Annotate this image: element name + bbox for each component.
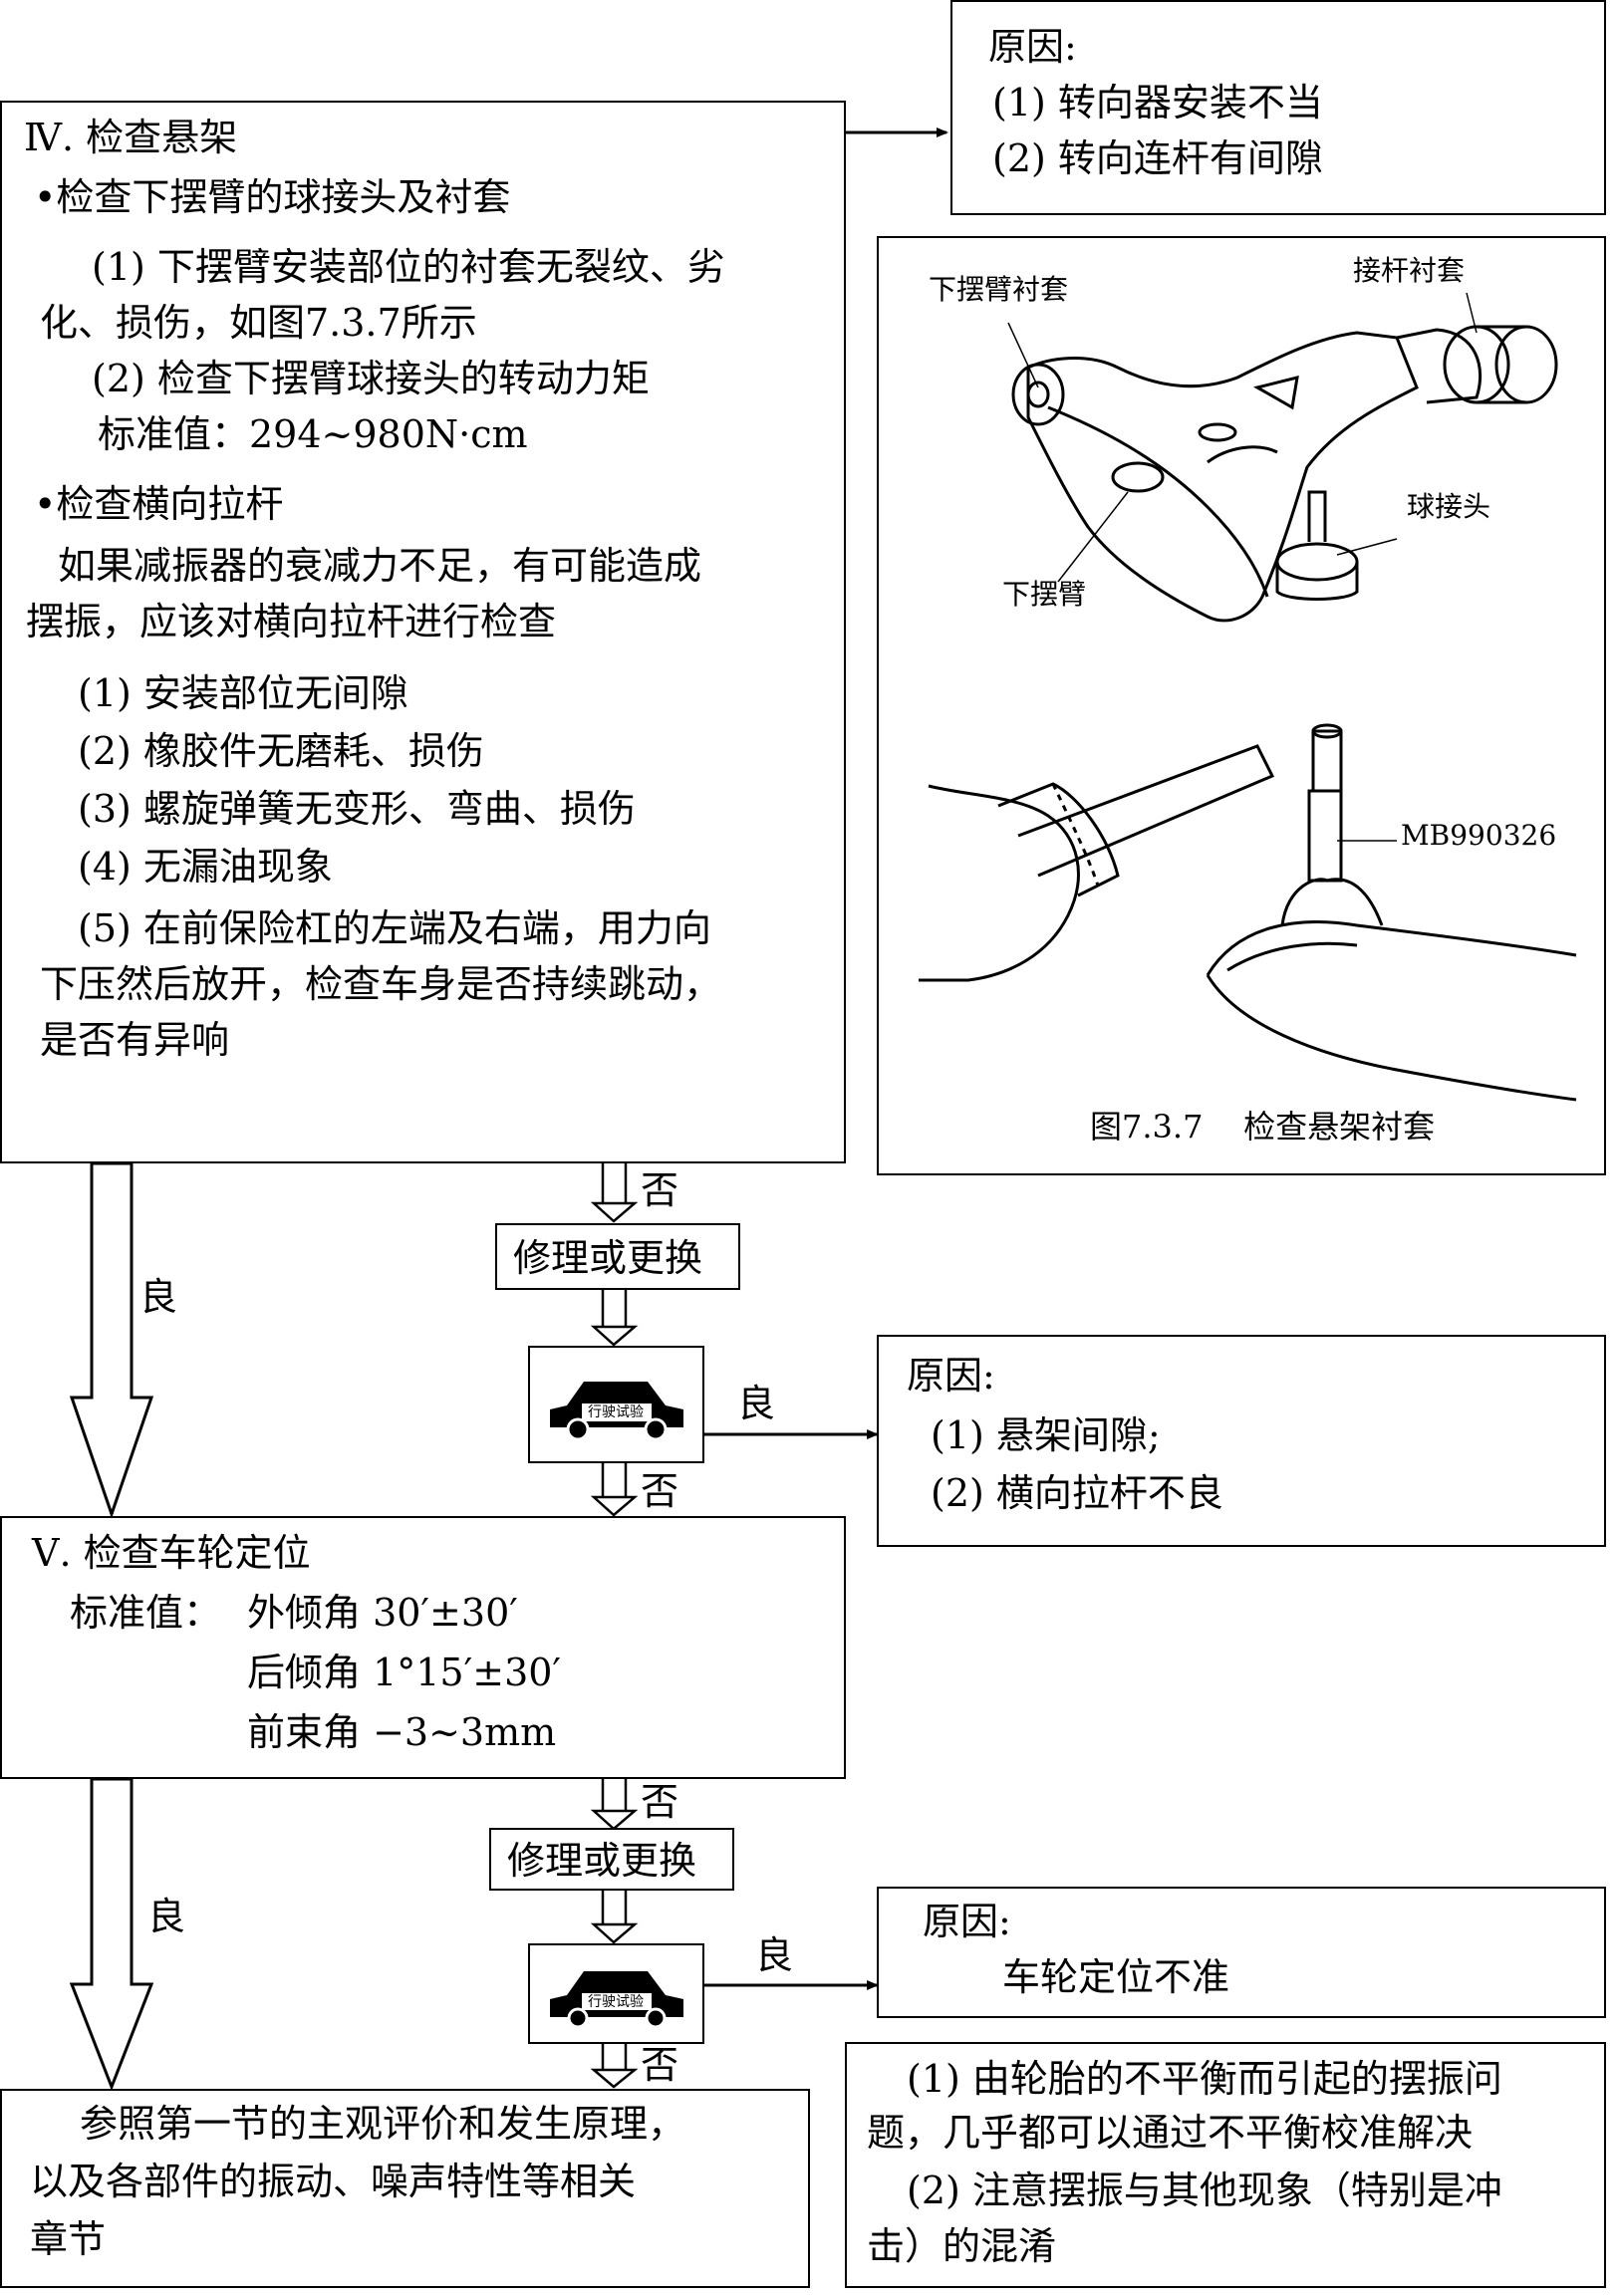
repair-box-1: 修理或更换 [495,1223,740,1290]
cause1-box: 原因: (1) 转向器安装不当 (2) 转向连杆有间隙 [950,0,1606,215]
cause2-item-1: (1) 悬架间隙; [931,1413,1161,1457]
step4-title: Ⅳ. 检查悬架 [24,116,238,159]
car-icon [550,1382,683,1439]
no-label-4: 否 [641,2043,679,2087]
step4-item-5-line1: (5) 在前保险杠的左端及右端，用力向 [78,906,711,950]
label-ball-joint: 球接头 [1407,490,1491,523]
no-arrow-4 [590,2042,639,2089]
step5-caster: 后倾角 1°15′±30′ [247,1651,562,1694]
step4-b1-standard: 标准值：294~980N·cm [98,412,528,456]
step4-b1-line1: (1) 下摆臂安装部位的衬套无裂纹、劣 [92,245,725,289]
cause3-box: 原因: 车轮定位不准 [877,1887,1606,2018]
good-arrow-2 [69,1777,154,2092]
step5-toe: 前束角 −3~3mm [247,1710,557,1754]
step4-item-5-line2: 下压然后放开，检查车身是否持续跳动， [40,962,722,1006]
label-lower-arm: 下摆臂 [1002,578,1087,611]
step5-title: Ⅴ. 检查车轮定位 [32,1531,311,1575]
step4-item-4: (4) 无漏油现象 [78,845,333,889]
step4-item-2: (2) 橡胶件无磨耗、损伤 [78,729,484,773]
repair-label-1: 修理或更换 [513,1236,703,1280]
step4-item-1: (1) 安装部位无间隙 [78,671,408,715]
note-line-4: 击）的混淆 [867,2224,1057,2268]
label-rod-bushing: 接杆衬套 [1353,254,1466,287]
good-label-4: 良 [755,1933,794,1977]
good-arrow-1 [69,1161,154,1519]
figure-leader-lines [1007,292,1478,842]
road-test-box-2: 行驶试验 [528,1943,704,2044]
figure-box: 下摆臂衬套 接杆衬套 球接头 下摆臂 MB990326 图7.3.7 检查悬架衬… [877,236,1606,1175]
note-line-2: 题，几乎都可以通过不平衡校准解决 [867,2111,1474,2155]
good-label-2: 良 [737,1382,776,1425]
step4-bullet-balljoint: •检查下摆臂的球接头及衬套 [34,175,511,219]
reference-box: 参照第一节的主观评价和发生原理， 以及各部件的振动、噪声特性等相关 章节 [0,2089,810,2288]
cause2-box: 原因: (1) 悬架间隙; (2) 横向拉杆不良 [877,1335,1606,1547]
suspension-illustration [919,292,1577,1102]
cause2-item-2: (2) 横向拉杆不良 [931,1471,1223,1515]
step4-bullet-rod: •检查横向拉杆 [34,482,284,526]
step4-rod-para2: 摆振，应该对横向拉杆进行检查 [26,600,557,643]
repair-label-2: 修理或更换 [507,1839,697,1883]
note-line-3: (2) 注意摆振与其他现象（特别是冲 [907,2168,1502,2212]
no-label-3: 否 [641,1780,679,1824]
step4-item-3: (3) 螺旋弹簧无变形、弯曲、损伤 [78,787,636,831]
cause3-title: 原因: [923,1900,1011,1943]
label-tool-number: MB990326 [1401,819,1557,852]
step5-camber: 外倾角 30′±30′ [247,1591,518,1635]
down-arrow-1 [590,1290,639,1347]
road-test-label-1: 行驶试验 [588,1404,644,1420]
step4-item-5-line3: 是否有异响 [40,1018,230,1062]
reference-line-1: 参照第一节的主观评价和发生原理， [80,2102,686,2146]
step4-rod-para1: 如果减振器的衰减力不足，有可能造成 [58,544,702,588]
no-arrow-2 [590,1461,639,1517]
step4-b1-torque: (2) 检查下摆臂球接头的转动力矩 [92,357,650,400]
cause1-item-1: (1) 转向器安装不当 [992,81,1323,125]
no-label-2: 否 [641,1469,679,1513]
step5-box: Ⅴ. 检查车轮定位 标准值： 外倾角 30′±30′ 后倾角 1°15′±30′… [0,1516,846,1779]
figure-caption: 图7.3.7 检查悬架衬套 [1090,1108,1436,1146]
reference-line-2: 以及各部件的振动、噪声特性等相关 [30,2160,637,2203]
repair-box-2: 修理或更换 [489,1828,734,1891]
label-lower-arm-bushing: 下摆臂衬套 [929,273,1069,306]
down-arrow-2 [590,1887,639,1944]
cause3-item: 车轮定位不准 [1002,1955,1230,1999]
car-icon [550,1971,683,2027]
lower-arm-drawing [1011,325,1558,623]
no-label-1: 否 [641,1168,679,1212]
no-arrow-3 [590,1779,639,1831]
torque-wrench-drawing [919,723,1577,1102]
note-box: (1) 由轮胎的不平衡而引起的摆振问 题，几乎都可以通过不平衡校准解决 (2) … [845,2042,1606,2288]
cause1-title: 原因: [988,25,1077,69]
road-test-box-1: 行驶试验 [528,1346,704,1463]
note-line-1: (1) 由轮胎的不平衡而引起的摆振问 [907,2057,1502,2101]
road-test-label-2: 行驶试验 [588,1994,644,2010]
step5-standard-label: 标准值： [70,1591,222,1635]
good-label-1: 良 [139,1275,178,1319]
reference-line-3: 章节 [30,2217,107,2261]
cause1-item-2: (2) 转向连杆有间隙 [992,136,1323,180]
step4-box: Ⅳ. 检查悬架 •检查下摆臂的球接头及衬套 (1) 下摆臂安装部位的衬套无裂纹、… [0,101,846,1163]
good-label-3: 良 [147,1895,186,1938]
no-arrow-1 [590,1163,639,1223]
step4-b1-line2: 化、损伤，如图7.3.7所示 [40,301,477,345]
cause2-title: 原因: [907,1354,995,1398]
